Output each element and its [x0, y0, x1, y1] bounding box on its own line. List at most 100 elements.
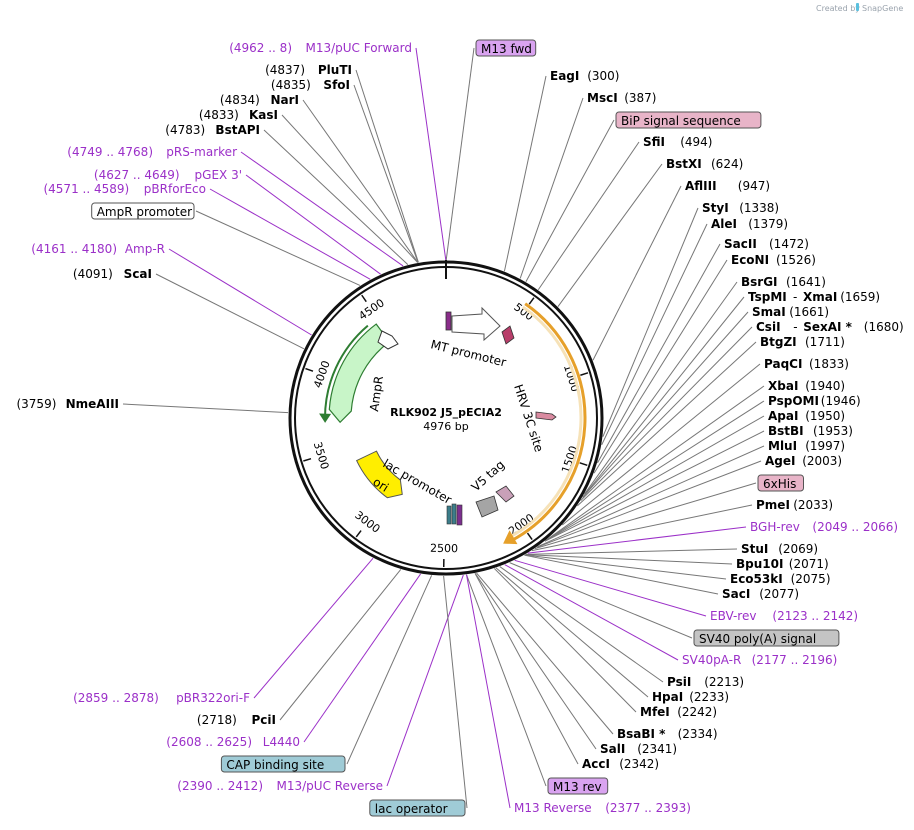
- site-sfoi: SfoI(4835): [271, 78, 350, 92]
- primer-name: SV40pA-R: [682, 653, 741, 667]
- site-name: PaqCI: [764, 357, 802, 371]
- ampr-outer-arc: [324, 324, 369, 420]
- primer-ebv-rev: EBV-rev(2123 .. 2142): [710, 609, 858, 623]
- primer-pgex-3: pGEX 3'(4627 .. 4649): [94, 168, 242, 182]
- site-position: (3759): [16, 397, 56, 411]
- leader-line: [122, 403, 289, 414]
- feature-name: M13 fwd: [481, 42, 532, 56]
- tick-3500: [303, 457, 312, 462]
- site-name: BstBI: [768, 424, 804, 438]
- site-position: (947): [738, 179, 770, 193]
- site-name: PsiI: [667, 675, 691, 689]
- feature-name: 6xHis: [763, 477, 796, 491]
- site-name: EcoNI: [731, 253, 769, 267]
- site-stui: StuI(2069): [741, 542, 818, 556]
- leader-line: [474, 573, 597, 750]
- site-position: (2242): [677, 705, 717, 719]
- site-position: (1472): [769, 237, 809, 251]
- site-separator: -: [793, 320, 797, 334]
- leader-line: [580, 326, 753, 502]
- leader-line: [527, 526, 747, 554]
- site-mlui: MluI(1997): [768, 439, 845, 453]
- site-name: BstXI: [666, 157, 702, 171]
- site-xbai: XbaI(1940): [768, 379, 845, 393]
- site-paqci: PaqCI(1833): [764, 357, 849, 371]
- insert-orange-arc-inner: [508, 305, 583, 539]
- leader-line: [415, 47, 447, 261]
- leader-line: [495, 567, 649, 698]
- site-name: MluI: [768, 439, 797, 453]
- site-position: (1946): [821, 394, 861, 408]
- site-name: AflIII: [685, 179, 717, 193]
- primer-name: BGH-rev: [750, 520, 800, 534]
- leader-line: [602, 207, 699, 437]
- site-position: (2718): [197, 713, 237, 727]
- leader-line: [514, 559, 707, 617]
- primer-m13-reverse: M13 Reverse(2377 .. 2393): [514, 801, 691, 815]
- primer-range: (2177 .. 2196): [752, 653, 838, 667]
- site-position: (1950): [805, 409, 845, 423]
- feature-name: M13 rev: [553, 780, 602, 794]
- site-position: (2075): [791, 572, 831, 586]
- tick-label-3500: 3500: [311, 440, 332, 471]
- lac-operator-mark: [451, 503, 457, 525]
- leader-line: [253, 557, 374, 699]
- site-name-2: XmaI: [803, 290, 837, 304]
- primer-name: pRS-marker: [166, 145, 237, 159]
- leader-line: [503, 75, 547, 272]
- site-name: SacII: [724, 237, 757, 251]
- site-position: (1711): [805, 335, 845, 349]
- leader-line: [168, 248, 312, 336]
- leader-line: [592, 185, 682, 361]
- leader-line: [525, 119, 615, 282]
- primer-name: pBR322ori-F: [176, 691, 250, 705]
- leader-line: [524, 554, 727, 580]
- feature-6xhis: 6xHis: [757, 474, 804, 492]
- site-name: PluTI: [318, 63, 352, 77]
- cap-binding-mark: [446, 505, 452, 525]
- leader-line: [355, 69, 419, 263]
- site-name: StyI: [702, 201, 729, 215]
- site-name: PspOMI: [768, 394, 819, 408]
- site-hpai: HpaI(2233): [652, 690, 729, 704]
- site-name: PciI: [252, 713, 277, 727]
- tick-4000: [305, 367, 314, 372]
- feature-graphics: [319, 302, 587, 545]
- feature-box: [369, 799, 466, 817]
- site-acci: AccI(2342): [582, 757, 659, 771]
- feature-box: [547, 777, 609, 795]
- site-name: ScaI: [124, 267, 152, 281]
- site-name: AleI: [711, 217, 737, 231]
- primer-name: M13 Reverse: [514, 801, 592, 815]
- feature-m13-rev: M13 rev: [547, 777, 609, 795]
- plasmid-size: 4976 bp: [423, 420, 468, 433]
- site-saci: SacI(2077): [722, 587, 799, 601]
- leader-line: [519, 97, 584, 279]
- site-position: (4834): [220, 93, 260, 107]
- primer-amp-r: Amp-R(4161 .. 4180): [31, 242, 165, 256]
- plasmid-name: RLK902 J5_pECIA2: [390, 406, 502, 419]
- site-alei: AleI(1379): [711, 217, 788, 231]
- leader-line: [509, 562, 693, 639]
- feature-m13-fwd: M13 fwd: [475, 39, 537, 57]
- primer-range: (2608 .. 2625): [166, 735, 252, 749]
- leader-line: [386, 574, 464, 787]
- site-name: NmeAIII: [66, 397, 119, 411]
- site-position: (1526): [776, 253, 816, 267]
- site-position: (1661): [789, 305, 829, 319]
- site-name: EagI: [550, 69, 579, 83]
- site-btgzi: BtgZI(1711): [760, 335, 845, 349]
- tick-1000: [580, 372, 589, 376]
- feature-name: SV40 poly(A) signal: [699, 632, 816, 646]
- leader-line: [209, 188, 371, 280]
- ampr-label: AmpR: [367, 375, 386, 412]
- leader-line: [601, 223, 708, 446]
- leader-line: [584, 281, 738, 495]
- primer-name: Amp-R: [125, 242, 165, 256]
- m13-fwd-feature-mark: [445, 311, 452, 331]
- feature-cap-binding-site: CAP binding site: [220, 755, 346, 773]
- mt-promoter-label: MT promoter: [429, 337, 507, 369]
- leader-line: [534, 482, 757, 550]
- hrv-3c-site-mark: [535, 411, 557, 421]
- credit-created-by: Created by: [816, 4, 860, 13]
